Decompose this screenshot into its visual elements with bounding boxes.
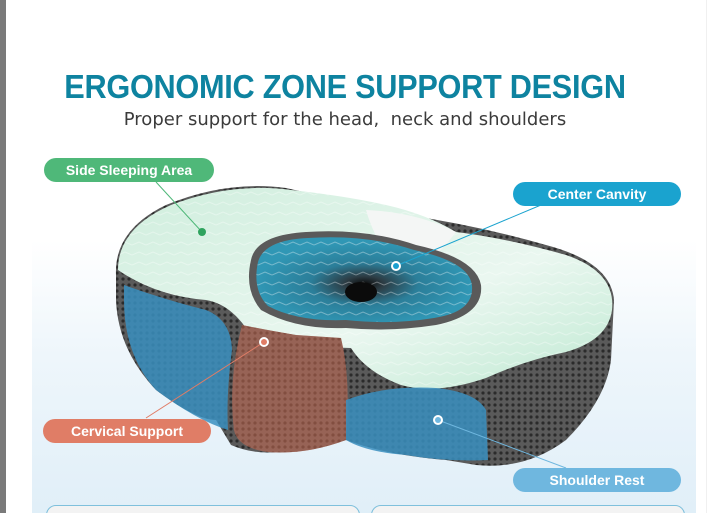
- page-subtitle: Proper support for the head, neck and sh…: [123, 109, 567, 130]
- feature-card-left: [46, 505, 360, 513]
- lightblue-dot-marker: [433, 415, 443, 425]
- callout-center-cavity: Center Canvity: [513, 182, 681, 206]
- callout-side-sleeping-area: Side Sleeping Area: [44, 158, 214, 182]
- green-dot-marker: [198, 228, 206, 236]
- orange-dot-marker: [259, 337, 269, 347]
- blue-dot-marker: [391, 261, 401, 271]
- feature-card-right: [371, 505, 685, 513]
- callout-cervical-support: Cervical Support: [43, 419, 211, 443]
- left-window-border: [0, 0, 6, 513]
- callout-shoulder-rest: Shoulder Rest: [513, 468, 681, 492]
- right-window-edge: [706, 0, 713, 513]
- product-infographic: ERGONOMIC ZONE SUPPORT DESIGN Proper sup…: [6, 0, 706, 513]
- pillow-illustration: [115, 181, 614, 469]
- page-title: ERGONOMIC ZONE SUPPORT DESIGN: [64, 68, 626, 105]
